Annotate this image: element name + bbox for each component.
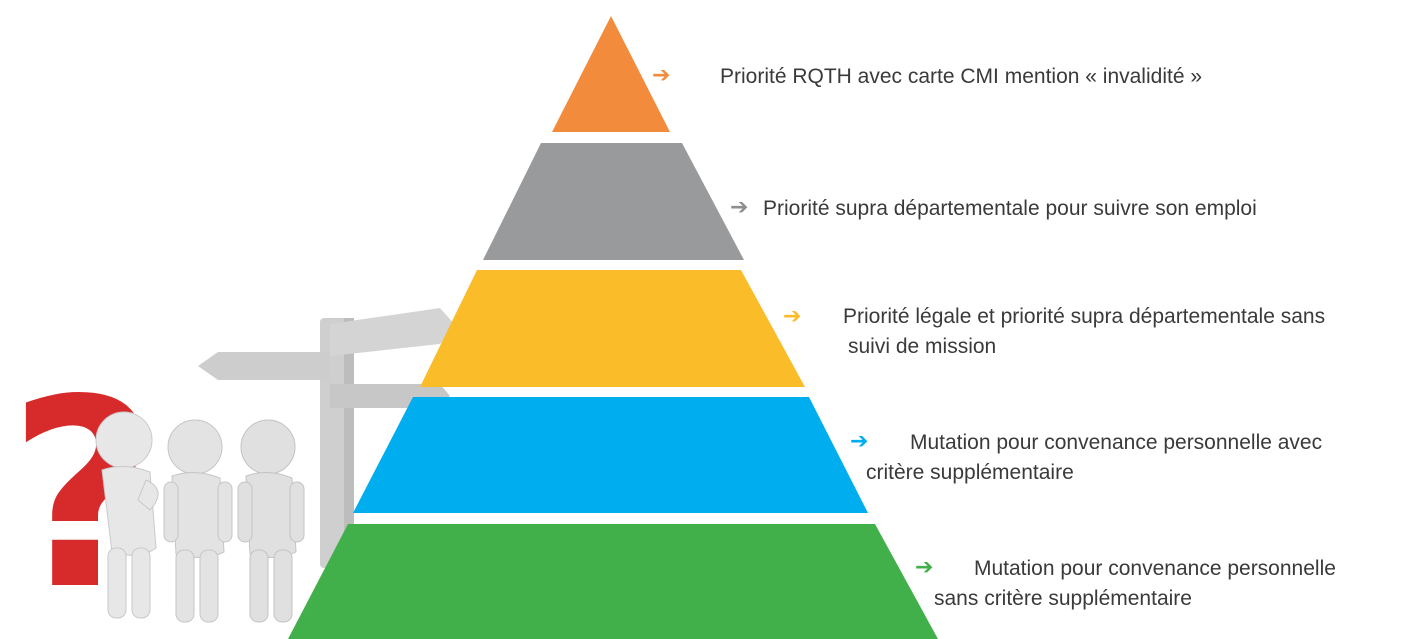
level-5-text-line1: Mutation pour convenance personnelle xyxy=(974,557,1336,580)
arrow-right-icon: ➔ xyxy=(730,195,749,220)
level-3-text-line2: suivi de mission xyxy=(848,335,997,358)
level-2-label: Priorité supra départementale pour suivr… xyxy=(763,194,1257,224)
arrow-right-icon: ➔ xyxy=(915,555,934,580)
level-3-text-line1: Priorité légale et priorité supra départ… xyxy=(843,305,1326,328)
level-4-label: Mutation pour convenance personnelle ave… xyxy=(866,428,1322,488)
figure-right xyxy=(237,419,305,623)
illustration: ? xyxy=(8,308,456,639)
figure-thinking xyxy=(95,411,159,619)
level-2-text: Priorité supra départementale pour suivr… xyxy=(763,197,1257,220)
pyramid-level-3 xyxy=(420,270,805,387)
pyramid-level-5 xyxy=(288,524,938,639)
level-4-text-line1: Mutation pour convenance personnelle ave… xyxy=(910,431,1323,454)
figure-middle xyxy=(163,419,233,623)
level-1-text: Priorité RQTH avec carte CMI mention « i… xyxy=(720,65,1203,88)
level-1-label: Priorité RQTH avec carte CMI mention « i… xyxy=(720,62,1202,92)
arrow-right-icon: ➔ xyxy=(850,429,869,454)
pyramid-level-4 xyxy=(353,397,868,513)
level-3-label: Priorité légale et priorité supra départ… xyxy=(843,302,1325,362)
level-4-text-line2: critère supplémentaire xyxy=(866,461,1074,484)
signpost-board-left xyxy=(198,352,330,380)
signpost-board-right xyxy=(330,308,456,356)
level-5-label: Mutation pour convenance personnelle san… xyxy=(934,554,1336,614)
pyramid-level-1 xyxy=(552,16,670,132)
level-5-text-line2: sans critère supplémentaire xyxy=(934,587,1192,610)
arrow-right-icon: ➔ xyxy=(783,304,802,329)
pyramid-level-2 xyxy=(483,143,744,260)
arrow-right-icon: ➔ xyxy=(652,63,671,88)
